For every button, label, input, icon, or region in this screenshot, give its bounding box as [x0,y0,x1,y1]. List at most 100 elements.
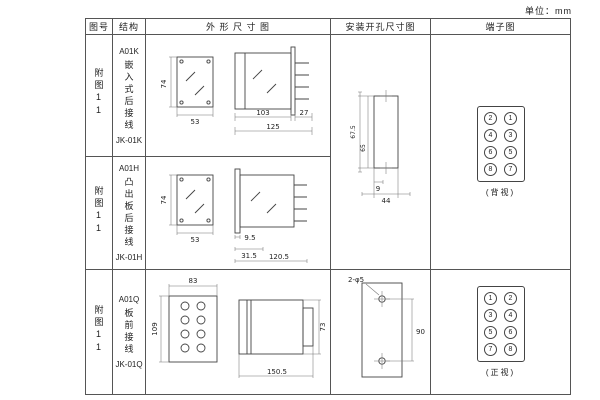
terminal-circle: 1 [484,292,497,305]
front-view [176,56,213,107]
outline-drawing-jk01h: 74 53 9.5 31.5 120.5 [160,168,307,263]
dimension-label: 73 [319,323,327,332]
header-row: 图号 结构 外 形 尺 寸 图 安装开孔尺寸图 端子图 [85,18,571,35]
cutout [373,95,398,169]
dimension-label: 44 [381,197,390,205]
side-view [234,52,291,109]
unit-label: 单位：mm [525,6,572,16]
terminal-circle: 2 [484,112,497,125]
col-header-outline: 外 形 尺 寸 图 [145,18,331,35]
outline-drawing-jk01q: 83 109 150.5 73 [151,277,327,378]
terminal-circle: 5 [504,146,517,159]
terminal-box: 2 1 4 3 6 5 8 7 [476,106,525,182]
terminal-circle: 1 [504,112,517,125]
terminal-circle: 2 [504,292,517,305]
flange [234,168,240,234]
dimension-label: 27 [299,109,308,117]
terminal-circle: 7 [504,163,517,176]
terminal-circle: 4 [504,309,517,322]
model-label: A01H [118,164,139,173]
terminal-circle: 3 [484,309,497,322]
fig-cell: 附图11 [85,34,113,157]
mounting-cell-front: 2-φ5 90 [330,269,431,395]
hatch-marks [185,189,204,214]
outline-cell-jk01q: 83 109 150.5 73 [145,269,331,395]
dimension-label: 90 [416,328,425,336]
dimension-label: 9.5 [244,234,255,242]
dimension-label: 53 [190,236,199,244]
terminal-circle: 7 [484,343,497,356]
dimension-label: 65 [360,144,367,152]
model-label: A01Q [118,295,140,304]
dimension-label: 74 [160,195,168,204]
side-view [239,174,294,228]
terminal-circle: 6 [504,326,517,339]
dimension-label: 109 [151,322,159,335]
mounting-cell-rear: 67.5 65 9 44 [330,34,431,270]
spec-table: 图号 结构 外 形 尺 寸 图 安装开孔尺寸图 端子图 附图11 A01K 嵌入… [85,18,571,395]
dimension-label: 67.5 [350,125,357,139]
view-label: (背视) [485,188,516,197]
mounting-hole-drawing-rear: 67.5 65 9 44 [350,90,410,205]
model-label: A01K [119,46,139,56]
table-row-jk01h: 附图11 A01H 凸出板后接线 JK-01H 74 53 [85,156,571,270]
structure-desc: 板前接线 [123,308,134,356]
terminal-pins [293,184,307,222]
hatch-marks [250,191,276,214]
fig-cell: 附图11 [85,269,113,395]
dimension-label: 53 [190,118,199,126]
terminal-circle: 3 [504,129,517,142]
outline-cell-jk01k: 74 53 103 27 125 [145,34,331,157]
flange [290,46,295,115]
dimension-label: 150.5 [266,368,286,376]
model-code: JK-01K [115,135,143,145]
terminal-pins [294,62,309,99]
structure-desc: 嵌入式后接线 [123,59,134,132]
dimension-label: 120.5 [268,253,288,261]
mounting-hole-drawing-front: 2-φ5 90 [348,276,425,378]
table-row-jk01k: 附图11 A01K 嵌入式后接线 JK-01K 74 53 [85,34,571,270]
hatch-marks [185,71,204,95]
dimension-label: 83 [188,277,197,285]
view-label: (正视) [485,368,516,377]
outline-cell-jk01h: 74 53 9.5 31.5 120.5 [145,156,331,270]
terminal-block [302,307,313,347]
dimension-label: 125 [266,123,279,131]
hatch-marks [252,69,276,93]
terminal-box: 1 2 3 4 5 6 7 8 [476,286,525,362]
col-header-terminal: 端子图 [430,18,571,35]
terminal-circle: 5 [484,326,497,339]
terminal-diagram-rear: 2 1 4 3 6 5 8 7 (背视) [431,106,570,198]
front-view [168,295,217,363]
fig-cell: 附图11 [85,156,113,270]
hole-callout: 2-φ5 [348,276,364,284]
structure-cell: A01K 嵌入式后接线 JK-01K [112,34,146,157]
terminal-cell-front: 1 2 3 4 5 6 7 8 (正视) [430,269,571,395]
col-header-mounting: 安装开孔尺寸图 [330,18,431,35]
fig-number: 附图11 [93,68,104,118]
col-header-structure: 结构 [112,18,146,35]
col-header-fig: 图号 [85,18,113,35]
dimension-label: 31.5 [241,252,257,260]
structure-cell: A01H 凸出板后接线 JK-01H [112,156,146,270]
fig-number: 附图11 [93,304,104,355]
table-row-jk01q: 附图11 A01Q 板前接线 JK-01Q 83 [85,269,571,395]
panel-outline [361,282,402,378]
terminal-cell-rear: 2 1 4 3 6 5 8 7 (背视) [430,34,571,270]
fig-number: 附图11 [93,185,104,236]
structure-cell: A01Q 板前接线 JK-01Q [112,269,146,395]
dimension-label: 9 [375,185,379,193]
dimension-label: 103 [256,109,269,117]
terminal-circle: 4 [484,129,497,142]
model-code: JK-01Q [115,360,143,369]
terminal-circle: 8 [484,163,497,176]
structure-desc: 凸出板后接线 [123,177,134,249]
terminal-circle: 8 [504,343,517,356]
terminal-diagram-front: 1 2 3 4 5 6 7 8 (正视) [431,286,570,378]
model-code: JK-01H [115,253,143,262]
front-view [176,174,213,226]
terminal-circle: 6 [484,146,497,159]
dimension-label: 74 [160,79,168,88]
side-view [238,299,303,355]
outline-drawing-jk01k: 74 53 103 27 125 [160,46,312,135]
